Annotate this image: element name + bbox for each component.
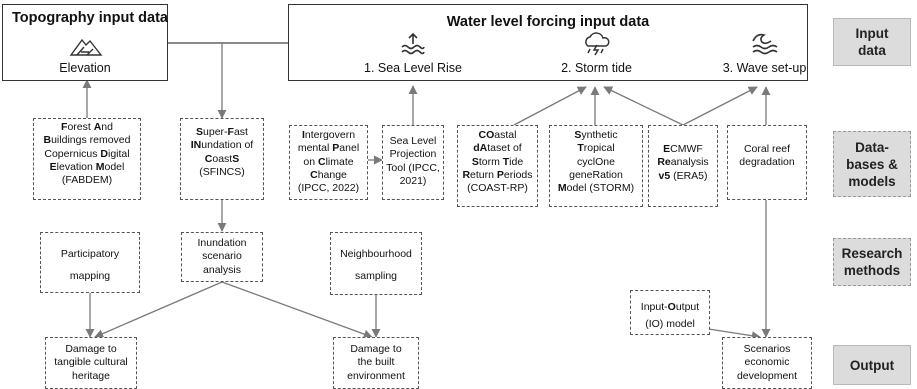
wave-set-up-label: 3. Wave set-up (722, 61, 807, 75)
water-level-title: Water level forcing input data (446, 14, 650, 30)
text-line: degradation (739, 156, 795, 169)
text-line: INundation of (190, 139, 254, 152)
text-line: geneRation (569, 168, 623, 181)
participatory-mapping-box: Participatory mapping (40, 232, 140, 293)
text-line: cyclOne (577, 155, 615, 168)
text-line: Damage to (65, 343, 117, 355)
text-line: (IO) model (645, 318, 695, 330)
text-line: Change (310, 168, 347, 181)
text-line: dAtaset of (473, 142, 522, 155)
text-line: development (736, 369, 798, 382)
sea-level-rise-label: 1. Sea Level Rise (364, 61, 462, 75)
text-line: Storm Tide (471, 155, 524, 168)
text-line: Forest And (61, 121, 113, 133)
topography-input-box: Topography input data Elevation (2, 4, 168, 81)
text-line: environment (347, 369, 405, 382)
text-line: 2021) (399, 174, 427, 187)
text-line: Tool (IPCC, (386, 161, 440, 174)
neighbourhood-sampling-box: Neighbourhood sampling (330, 232, 422, 295)
wave-icon (752, 33, 778, 55)
text-line: Neighbourhood (340, 248, 412, 260)
text-line: on Climate (303, 155, 354, 168)
text-line: Buildings removed (43, 134, 131, 147)
text-line: CoastS (204, 152, 240, 165)
text-line: Tropical (577, 142, 615, 155)
text-line: Scenarios (743, 343, 791, 355)
sea-level-rise-icon (401, 32, 425, 55)
text-line: Reanalysis (657, 156, 709, 169)
text-line: sampling (354, 270, 398, 282)
elevation-label: Elevation (59, 61, 111, 75)
text-line: Sea Level (389, 135, 437, 147)
text-line: mental Panel (297, 142, 360, 155)
text-line: (COAST-RP) (467, 182, 528, 195)
text-line: (FABDEM) (61, 174, 113, 187)
text-line: tangible cultural (54, 356, 128, 369)
mountain-icon (69, 38, 103, 56)
storm-cloud-icon (585, 32, 610, 56)
text-line: Copernicus Digital (44, 147, 130, 160)
databases-models-label: Data-bases &models (833, 131, 911, 197)
text-line: (SFINCS) (199, 165, 245, 178)
input-output-model-box: Input-Output (IO) model (630, 290, 710, 335)
text-line: COastal (478, 129, 517, 141)
text-line: Intergovern (301, 129, 356, 141)
text-line: v5 (ERA5) (658, 169, 708, 182)
text-line: Damage to (350, 343, 402, 355)
text-line: the built (357, 356, 395, 369)
text-line: Model (STORM) (557, 182, 635, 195)
topography-title: Topography input data (12, 10, 168, 26)
text-line: Coral reef (743, 143, 791, 155)
text-line: Inundation (197, 237, 247, 249)
text-line: mapping (69, 270, 111, 282)
text-line: Projection (389, 148, 437, 161)
storm-tide-label: 2. Storm tide (561, 61, 632, 75)
output-label: Output (833, 345, 911, 385)
text-line: Synthetic (574, 129, 618, 141)
text-line: Super-Fast (196, 126, 248, 138)
text-line: Input-Output (640, 301, 700, 313)
text-line: ECMWF (663, 143, 703, 155)
text-line: Participatory (60, 248, 120, 260)
text-line: Return Periods (462, 168, 533, 181)
text-line: analysis (203, 263, 241, 276)
water-level-input-box: Water level forcing input data 1. Sea Le… (288, 4, 808, 81)
text-line: scenario (202, 250, 242, 263)
text-line: Elevation Model (49, 160, 125, 173)
text-line: economic (744, 356, 790, 369)
text-line: (IPCC, 2022) (297, 182, 360, 195)
text-line: heritage (72, 369, 110, 382)
